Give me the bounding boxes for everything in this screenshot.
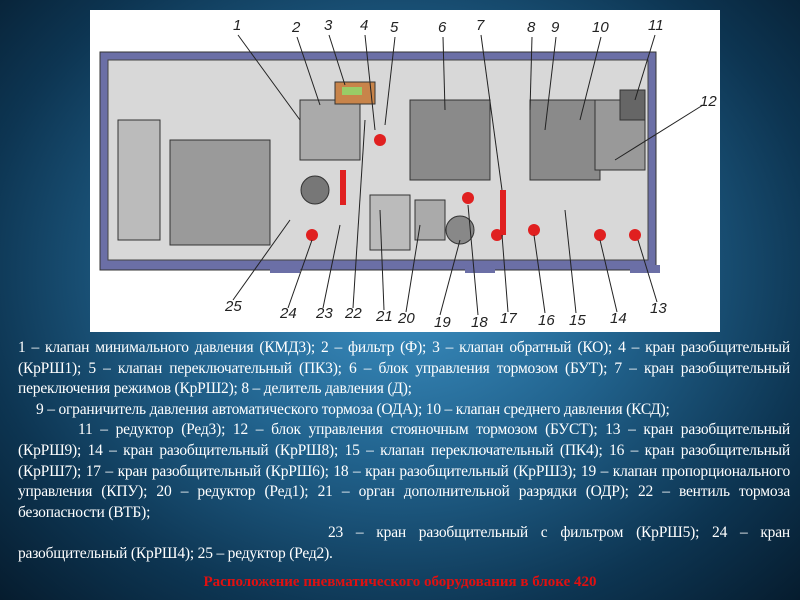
callout-7: 7 <box>476 17 485 34</box>
callout-4: 4 <box>360 17 368 34</box>
callout-18: 18 <box>471 314 488 331</box>
callout-1: 1 <box>233 17 241 34</box>
block-drawing: 1 2 3 4 5 6 7 8 9 10 11 12 13 14 15 16 1… <box>99 17 717 331</box>
callout-21: 21 <box>375 308 393 325</box>
callout-numbers: 1 2 3 4 5 6 7 8 9 10 11 12 13 14 15 16 1… <box>224 17 717 331</box>
caption-para-3: 11 – редуктор (Ред3); 12 – блок управлен… <box>18 421 790 521</box>
callout-20: 20 <box>397 310 415 327</box>
callout-22: 22 <box>344 305 362 322</box>
callout-5: 5 <box>390 19 399 36</box>
callout-6: 6 <box>438 19 447 36</box>
callout-17: 17 <box>500 310 517 327</box>
callout-10: 10 <box>592 19 609 36</box>
caption-para-2: 9 – ограничитель давления автоматическог… <box>36 400 670 418</box>
caption-para-4: 23 – кран разобщительный с фильтром (КрР… <box>18 524 790 562</box>
legend-caption: 1 – клапан минимального давления (КМД3);… <box>18 338 790 565</box>
valve-handles <box>306 134 641 241</box>
callout-9: 9 <box>551 19 560 36</box>
main-tank <box>169 139 271 246</box>
callout-16: 16 <box>538 312 555 329</box>
pneumatic-block-diagram: 1 2 3 4 5 6 7 8 9 10 11 12 13 14 15 16 1… <box>90 10 720 332</box>
caption-para-1: 1 – клапан минимального давления (КМД3);… <box>18 339 790 398</box>
callout-23: 23 <box>315 305 333 322</box>
callout-14: 14 <box>610 310 627 327</box>
brake-control-unit <box>409 99 491 181</box>
callout-15: 15 <box>569 312 586 329</box>
callout-12: 12 <box>700 93 717 110</box>
left-unit <box>117 119 161 241</box>
callout-19: 19 <box>434 314 451 331</box>
callout-11: 11 <box>648 17 664 34</box>
callout-3: 3 <box>324 17 333 34</box>
callout-13: 13 <box>650 300 667 317</box>
callout-2: 2 <box>291 19 301 36</box>
callout-8: 8 <box>527 19 536 36</box>
callout-25: 25 <box>224 298 242 315</box>
slide-title: Расположение пневматического оборудовани… <box>203 574 597 590</box>
callout-24: 24 <box>279 305 297 322</box>
leader-lines <box>232 34 704 316</box>
